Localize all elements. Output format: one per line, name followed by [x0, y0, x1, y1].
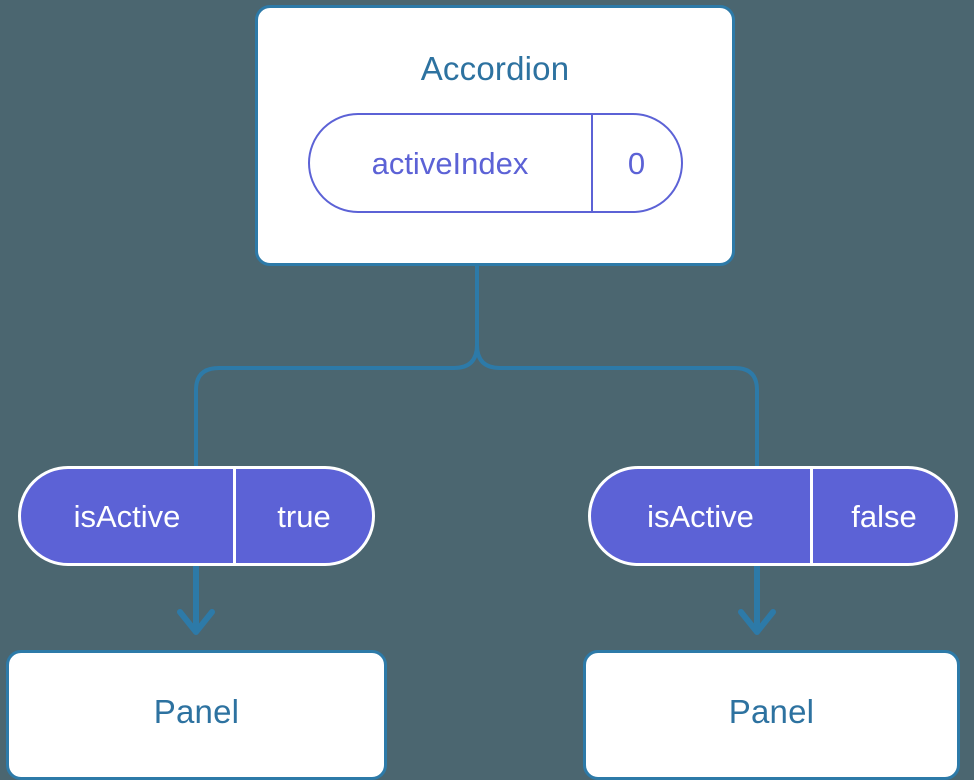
prop-key: activeIndex	[310, 115, 593, 211]
component-card-accordion[interactable]: Accordion activeIndex 0	[255, 5, 735, 266]
prop-pill-isactive-true[interactable]: isActive true	[18, 466, 375, 566]
component-title: Panel	[728, 693, 815, 730]
prop-key: isActive	[21, 469, 236, 563]
branch-connector	[475, 264, 759, 472]
prop-value: false	[851, 498, 917, 534]
component-title: Accordion	[420, 50, 570, 87]
arrow-right	[738, 566, 776, 635]
prop-value: true	[277, 498, 331, 534]
prop-key: isActive	[591, 469, 813, 563]
branch-connector-left	[194, 343, 479, 472]
component-card-panel-right[interactable]: Panel	[583, 650, 960, 780]
arrow-left	[177, 566, 215, 635]
prop-pill-isactive-false[interactable]: isActive false	[588, 466, 958, 566]
prop-value: 0	[627, 145, 646, 181]
component-title: Panel	[153, 693, 240, 730]
component-card-panel-left[interactable]: Panel	[6, 650, 387, 780]
prop-pill-activeindex[interactable]: activeIndex 0	[307, 113, 683, 213]
